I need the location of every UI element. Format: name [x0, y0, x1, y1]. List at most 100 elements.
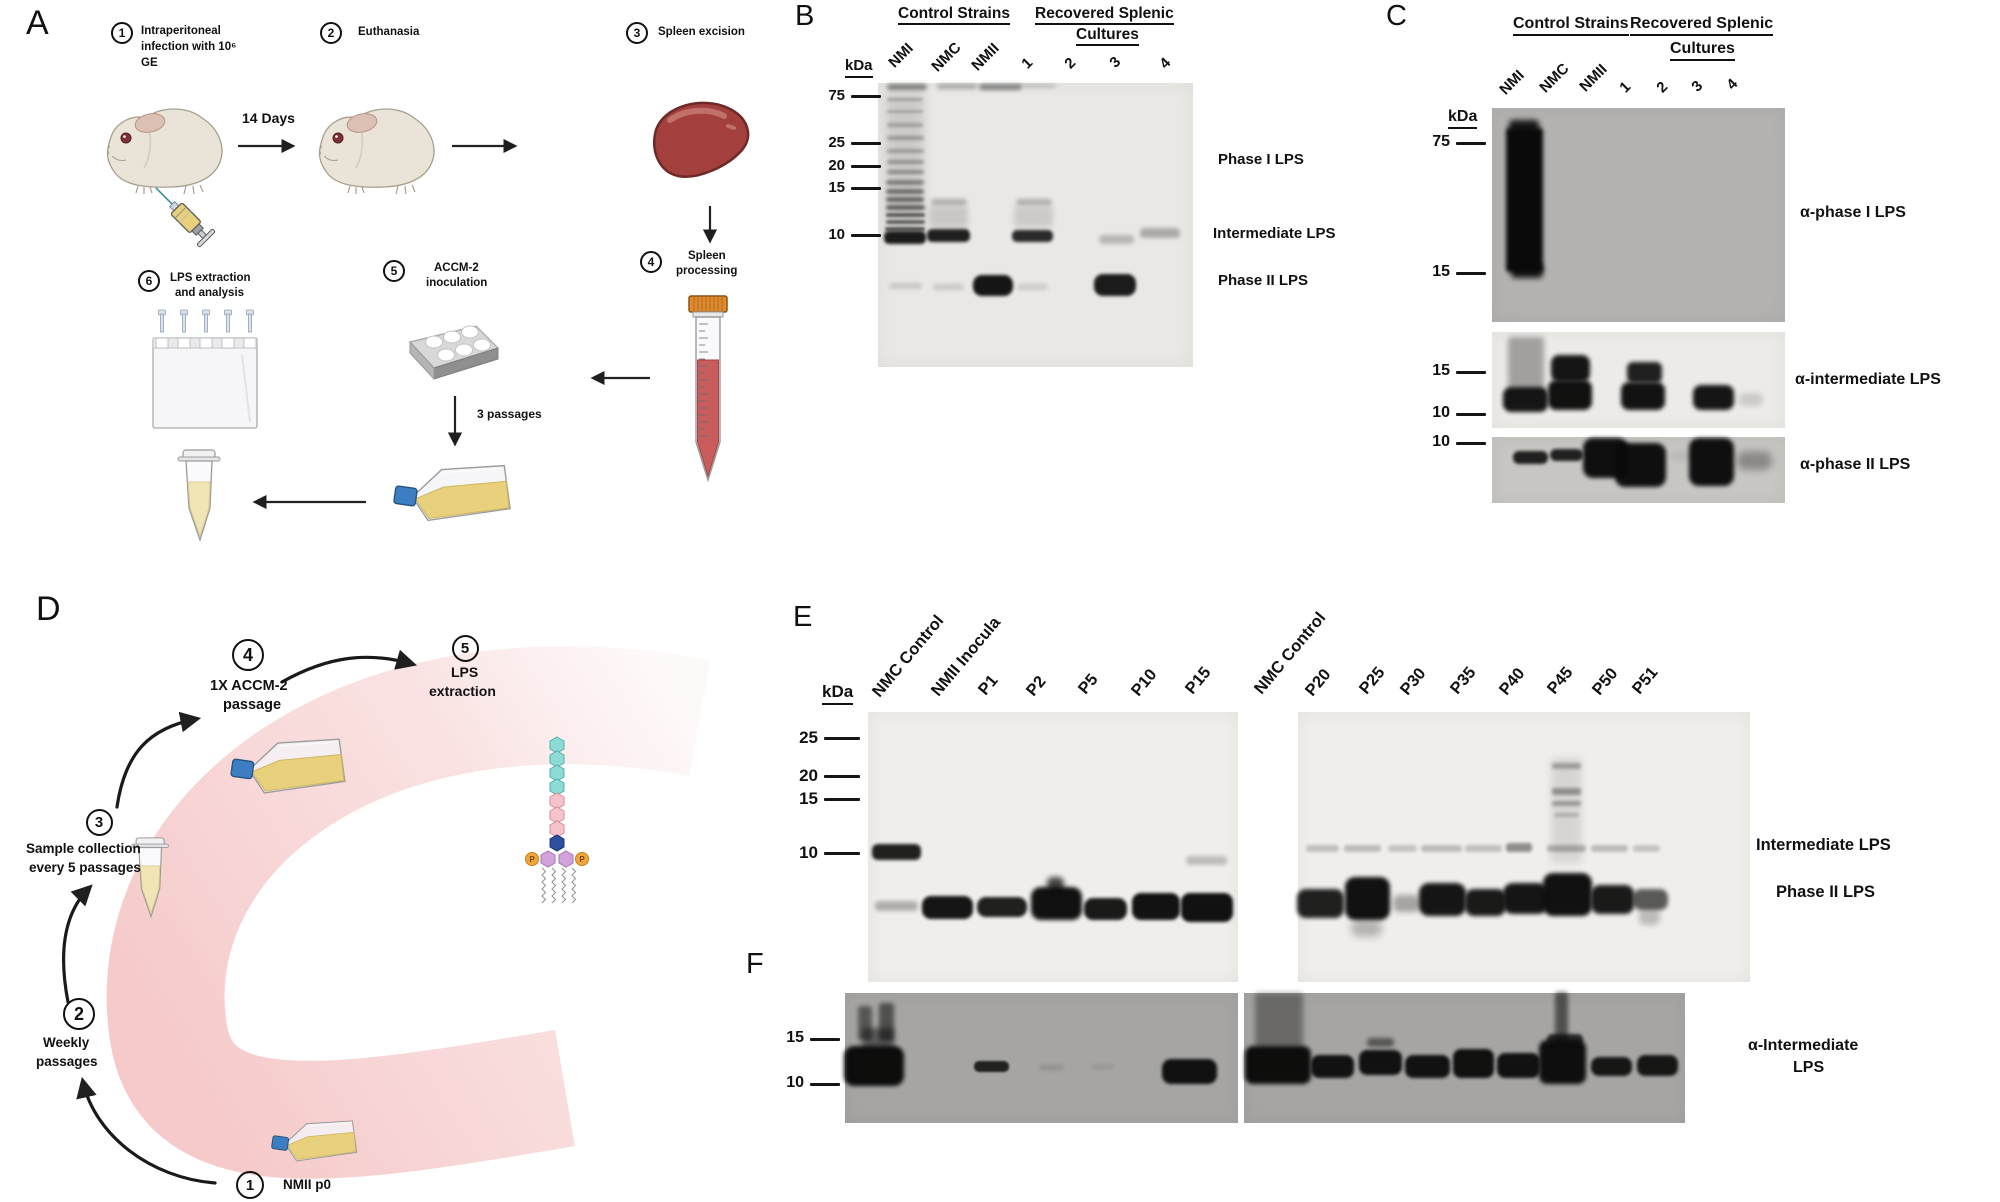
marker-value: 10	[828, 225, 845, 243]
gel-band	[1388, 845, 1417, 852]
marker-tick	[824, 775, 860, 778]
gel-e-0	[868, 712, 1238, 982]
step-number-circle: 3	[85, 808, 113, 836]
step-text: extraction	[429, 683, 496, 699]
gel-band	[1306, 845, 1339, 852]
gel-band	[887, 123, 923, 127]
panel-label-d: D	[36, 590, 61, 628]
marker-value: 15	[1432, 263, 1450, 281]
gel-band	[886, 197, 924, 202]
gel-band	[977, 897, 1027, 917]
gel-band	[886, 180, 924, 185]
panel-label-c: C	[1386, 0, 1407, 32]
gel-band	[931, 199, 967, 205]
gel-band	[1591, 1057, 1632, 1076]
gel-band	[887, 149, 924, 153]
gel-band	[887, 160, 924, 164]
band-label: Phase II LPS	[1218, 272, 1309, 289]
gel-band	[1511, 264, 1543, 278]
marker-tick	[824, 852, 860, 855]
gel-band	[1615, 443, 1666, 487]
gel-f-0	[845, 993, 1238, 1123]
gel-band	[1018, 84, 1056, 88]
step-text: ACCM-2	[434, 262, 479, 274]
step-number-circle: 2	[320, 22, 342, 44]
marker-tick	[1456, 371, 1486, 374]
step-text: every 5 passages	[29, 860, 141, 875]
gel-band	[1140, 228, 1180, 238]
guinea-pig-icon	[106, 108, 223, 195]
gel-band	[886, 213, 925, 217]
gel-band	[1181, 893, 1233, 922]
gel-band	[1503, 387, 1548, 412]
gel-band	[1367, 1038, 1394, 1047]
arrow-step2-to-3	[62, 884, 93, 1004]
marker-value: 15	[786, 1029, 804, 1047]
step-text: Intraperitoneal	[141, 25, 221, 37]
microtube-icon	[177, 449, 221, 543]
gel-band	[887, 136, 924, 140]
step-text: passages	[36, 1054, 98, 1069]
gel-band	[974, 1061, 1009, 1072]
step-number-circle: 1	[111, 22, 133, 44]
gel-band	[1693, 385, 1734, 410]
marker-value: 15	[828, 178, 845, 196]
gel-band	[1359, 1050, 1402, 1075]
step-text: inoculation	[426, 277, 488, 289]
step-text: Sample collection	[26, 841, 141, 856]
gel-band	[1421, 845, 1462, 852]
gel-band	[1506, 128, 1543, 272]
gel-band	[885, 227, 925, 231]
lps-molecule-icon: P P	[525, 736, 589, 904]
band-label: α-phase II LPS	[1800, 456, 1911, 473]
band-label: Phase II LPS	[1776, 883, 1876, 901]
marker-tick	[824, 798, 860, 801]
step-number-circle: 6	[138, 270, 160, 292]
flask-icon	[393, 464, 511, 522]
step-text: Spleen excision	[658, 26, 745, 38]
gel-band	[1132, 893, 1180, 920]
gel-band	[1552, 801, 1581, 806]
gel-band	[1671, 452, 1693, 460]
gel-band	[1551, 758, 1582, 863]
gel-band	[937, 84, 977, 89]
guinea-pig-icon	[318, 108, 435, 195]
gel-band	[1465, 845, 1502, 852]
step-text: GE	[141, 57, 158, 69]
panel-label-a: A	[26, 4, 49, 42]
flask-icon	[230, 738, 346, 794]
gel-band	[1503, 883, 1548, 914]
arrow-step4-to-5	[280, 649, 418, 684]
gel-b-0	[878, 83, 1193, 367]
column-header: Cultures	[1670, 40, 1735, 61]
gel-band	[1311, 1055, 1354, 1078]
gel-band	[1539, 1040, 1586, 1084]
column-header: Control Strains	[1513, 15, 1629, 36]
gel-band	[1405, 1055, 1450, 1078]
marker-tick	[810, 1083, 840, 1086]
gel-band	[1689, 438, 1734, 486]
panel-label-e: E	[793, 601, 813, 633]
column-header: kDa	[822, 682, 854, 705]
arrow-step3-to-4	[115, 711, 202, 809]
gel-band	[887, 110, 923, 113]
column-header: Control Strains	[898, 5, 1010, 26]
arrow-step1-to-2	[76, 1076, 217, 1185]
gel-band	[1255, 993, 1303, 1049]
band-label: Intermediate LPS	[1756, 836, 1891, 854]
gel-band	[1737, 451, 1772, 470]
step-number-circle: 3	[626, 22, 648, 44]
gel-band	[1419, 883, 1466, 916]
gel-band	[922, 896, 973, 919]
gel-band	[889, 283, 922, 289]
gel-band	[1637, 1055, 1678, 1076]
gel-band	[1039, 1065, 1064, 1070]
marker-value: 10	[786, 1074, 804, 1092]
gel-band	[927, 229, 970, 242]
step-text: Euthanasia	[358, 26, 420, 38]
gel-band	[1186, 856, 1227, 865]
panel-label-f: F	[746, 948, 764, 980]
step-text: Weekly	[43, 1035, 90, 1050]
gel-band	[1547, 845, 1586, 852]
